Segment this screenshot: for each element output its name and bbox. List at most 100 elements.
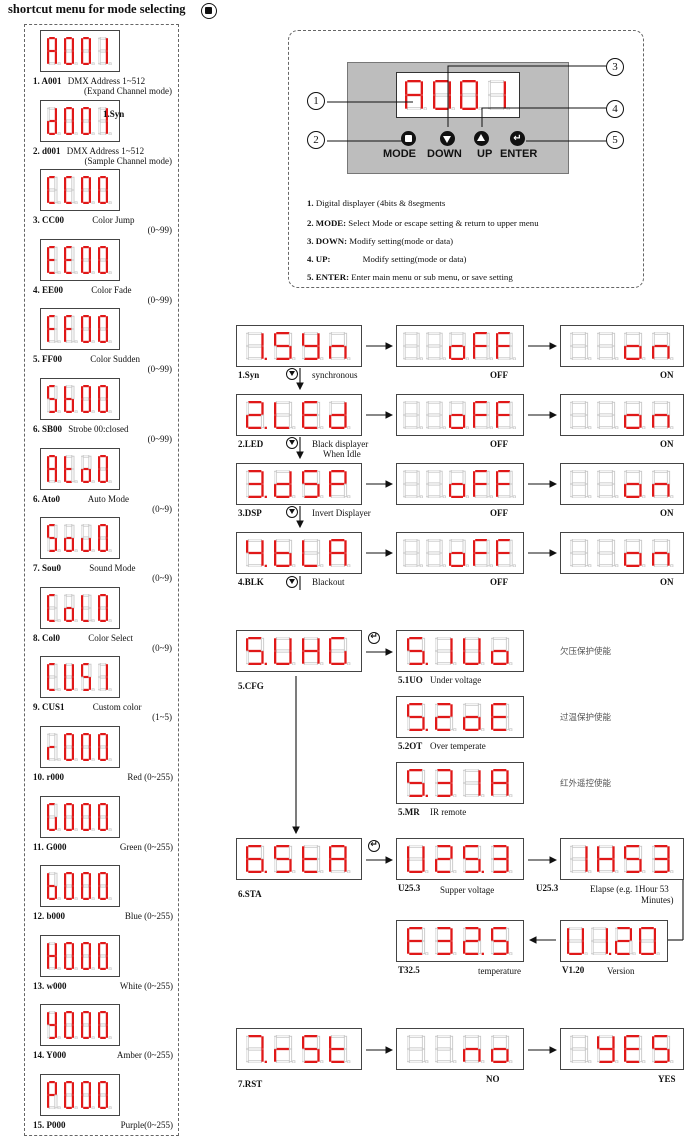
seven-segment-digit [652, 470, 675, 498]
seven-segment-digit [329, 401, 352, 429]
seven-segment-digit [570, 332, 593, 360]
seven-segment-digit [329, 539, 352, 567]
seven-segment-digit [302, 539, 325, 567]
on-label: ON [660, 508, 674, 518]
seven-segment-digit [652, 332, 675, 360]
seven-segment-digit [274, 637, 297, 665]
on-label: ON [660, 370, 674, 380]
seven-segment-digit [652, 1035, 675, 1063]
seven-segment-digit [570, 470, 593, 498]
seven-segment-digit [624, 1035, 647, 1063]
seven-segment-digit [403, 332, 424, 360]
setting-display [236, 394, 362, 436]
yes-label: YES [658, 1074, 676, 1084]
seven-segment-digit [329, 637, 352, 665]
down-button-icon [286, 368, 298, 380]
seven-segment-digit [463, 1035, 486, 1063]
seven-segment-digit [570, 401, 593, 429]
rst-display [236, 1028, 362, 1070]
seven-segment-digit [274, 470, 297, 498]
enter-icon: ↵ [368, 840, 380, 852]
seven-segment-digit [407, 927, 430, 955]
seven-segment-digit [274, 845, 297, 873]
seven-segment-digit [624, 539, 647, 567]
seven-segment-digit [491, 927, 514, 955]
seven-segment-digit [274, 401, 297, 429]
seven-segment-digit [463, 703, 486, 731]
cfg-item-label: 5.MR [398, 807, 420, 817]
seven-segment-digit [274, 1035, 297, 1063]
seven-segment-digit [329, 332, 352, 360]
setting-display [236, 463, 362, 505]
seven-segment-digit [491, 769, 514, 797]
on-label: ON [660, 439, 674, 449]
seven-segment-digit [426, 539, 447, 567]
setting-description: Invert Displayer [312, 508, 371, 518]
seven-segment-digit [329, 845, 352, 873]
off-display [396, 394, 524, 436]
seven-segment-digit [473, 401, 494, 429]
elapse-description-2: Minutes) [641, 895, 674, 905]
seven-segment-digit [624, 470, 647, 498]
on-display [560, 394, 684, 436]
seven-segment-digit [329, 470, 352, 498]
seven-segment-digit [407, 769, 430, 797]
seven-segment-digit [435, 769, 458, 797]
seven-segment-digit [597, 332, 620, 360]
seven-segment-digit [407, 637, 430, 665]
seven-segment-digit [652, 539, 675, 567]
off-display [396, 463, 524, 505]
seven-segment-digit [274, 539, 297, 567]
seven-segment-digit [473, 332, 494, 360]
seven-segment-digit [652, 845, 675, 873]
cfg-item-description: IR remote [430, 807, 466, 817]
seven-segment-digit [591, 927, 613, 955]
setting-description-2: When Idle [323, 449, 361, 459]
seven-segment-digit [246, 539, 269, 567]
seven-segment-digit [473, 539, 494, 567]
off-label: OFF [490, 508, 508, 518]
version-label: V1.20 [562, 965, 584, 975]
off-display [396, 532, 524, 574]
seven-segment-digit [449, 401, 470, 429]
enter-icon: ↵ [368, 632, 380, 644]
yes-display [560, 1028, 684, 1070]
seven-segment-digit [463, 637, 486, 665]
setting-description: synchronous [312, 370, 358, 380]
setting-display [236, 532, 362, 574]
seven-segment-digit [496, 470, 517, 498]
seven-segment-digit [624, 845, 647, 873]
down-button-icon [286, 506, 298, 518]
seven-segment-digit [624, 401, 647, 429]
cfg-item-note: 欠压保护使能 [560, 645, 611, 657]
off-display [396, 325, 524, 367]
seven-segment-digit [302, 845, 325, 873]
seven-segment-digit [435, 845, 458, 873]
down-button-icon [286, 437, 298, 449]
seven-segment-digit [246, 401, 269, 429]
seven-segment-digit [435, 703, 458, 731]
seven-segment-digit [624, 332, 647, 360]
elapse-description: Elapse (e.g. 1Hour 53 [590, 884, 669, 894]
sta-display [236, 838, 362, 880]
on-display [560, 325, 684, 367]
seven-segment-digit [403, 470, 424, 498]
seven-segment-digit [302, 332, 325, 360]
seven-segment-digit [302, 637, 325, 665]
seven-segment-digit [435, 637, 458, 665]
seven-segment-digit [403, 539, 424, 567]
voltage-label: U25.3 [398, 883, 420, 893]
seven-segment-digit [567, 927, 589, 955]
cfg-item-display [396, 762, 524, 804]
seven-segment-digit [449, 470, 470, 498]
seven-segment-digit [329, 1035, 352, 1063]
rst-label: 7.RST [238, 1079, 262, 1089]
seven-segment-digit [246, 332, 269, 360]
setting-label: 4.BLK [238, 577, 264, 587]
seven-segment-digit [491, 1035, 514, 1063]
off-label: OFF [490, 577, 508, 587]
seven-segment-digit [597, 401, 620, 429]
cfg-item-note: 过温保护使能 [560, 711, 611, 723]
seven-segment-digit [597, 845, 620, 873]
seven-segment-digit [597, 1035, 620, 1063]
